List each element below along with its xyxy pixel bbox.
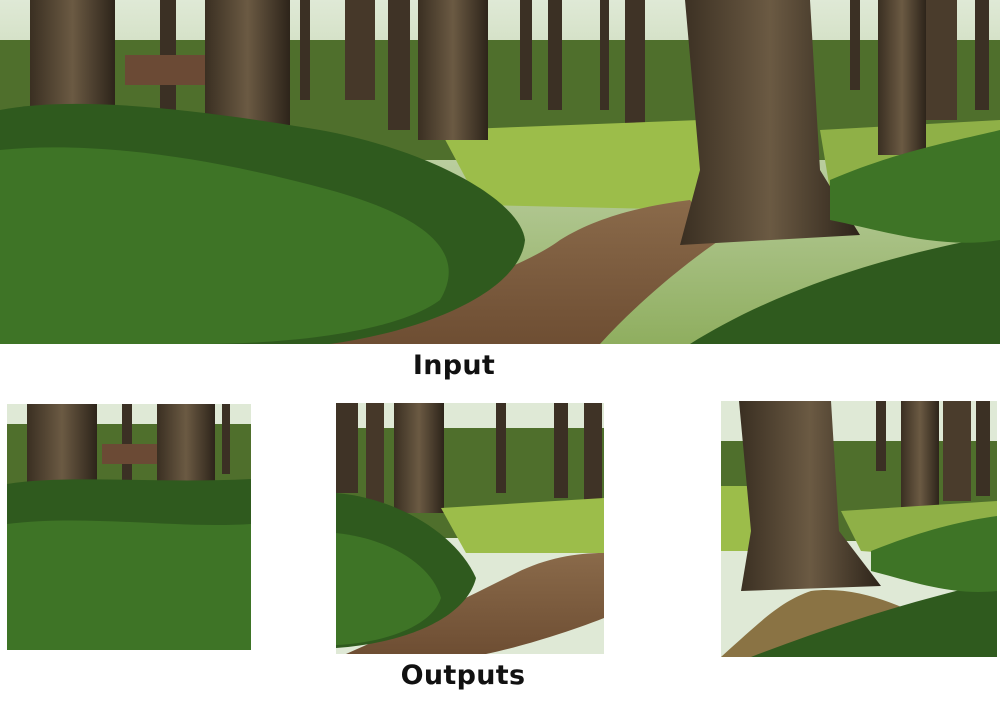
bush-crop-photo [7, 404, 251, 650]
input-image [0, 0, 1000, 344]
forest-path-photo [0, 0, 1000, 344]
output-image-2 [336, 403, 604, 654]
output-image-3 [721, 401, 997, 657]
trunk-crop-photo [721, 401, 997, 657]
path-crop-photo [336, 403, 604, 654]
input-caption: Input [412, 350, 496, 381]
output-image-1 [7, 404, 251, 650]
outputs-caption: Outputs [400, 660, 526, 691]
